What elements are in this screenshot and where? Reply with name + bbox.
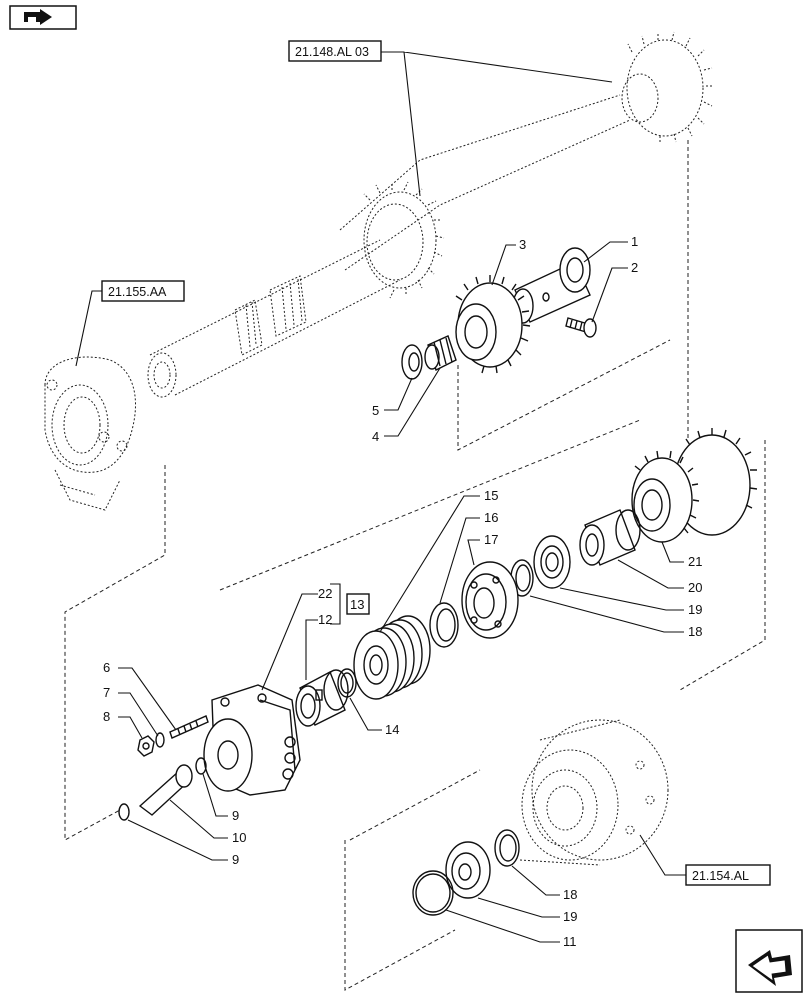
part-19-lower-bearing [445, 841, 491, 899]
callout-2: 2 [631, 260, 638, 275]
ref-box-bottom[interactable]: 21.154.AL [685, 864, 771, 886]
part-15-clutch-pack [353, 615, 431, 700]
part-22-housing [203, 684, 301, 796]
part-20-bushing [579, 509, 641, 566]
lower-housing-ghost [519, 719, 669, 866]
part-18-lower-ring [494, 829, 520, 867]
svg-text:21.155.AA: 21.155.AA [108, 285, 167, 299]
part-5-washer [401, 344, 423, 380]
part-2-screw [565, 317, 597, 338]
part-4-needle-bearing [424, 335, 457, 371]
callout-9a: 9 [232, 808, 239, 823]
part-19-bearing [533, 535, 571, 589]
callout-18b: 18 [563, 887, 577, 902]
callout-7: 7 [103, 685, 110, 700]
callout-10: 10 [232, 830, 246, 845]
callout-9b: 9 [232, 852, 239, 867]
part-21-gear [631, 428, 758, 543]
part-7-washer [155, 732, 165, 748]
svg-text:21.154.AL: 21.154.AL [692, 869, 749, 883]
part-3-gear [455, 275, 531, 374]
part-11-circlip [412, 870, 454, 916]
callout-12: 12 [318, 612, 332, 627]
callout-20: 20 [688, 580, 702, 595]
part-10-tube [138, 764, 193, 816]
callout-19a: 19 [688, 602, 702, 617]
callout-labels: 1 2 3 4 5 6 7 8 9 9 10 11 12 14 15 16 17… [103, 234, 702, 949]
part-6-stud [169, 715, 209, 739]
callout-6: 6 [103, 660, 110, 675]
callout-19b: 19 [563, 909, 577, 924]
part-12-sleeve [295, 669, 349, 727]
ref-box-left[interactable]: 21.155.AA [101, 280, 185, 302]
callout-17: 17 [484, 532, 498, 547]
callout-21: 21 [688, 554, 702, 569]
leader-lines [75, 51, 686, 943]
svg-text:21.148.AL 03: 21.148.AL 03 [295, 45, 369, 59]
callout-1: 1 [631, 234, 638, 249]
callout-4: 4 [372, 429, 379, 444]
kit-box-13[interactable]: 13 [346, 593, 370, 615]
upper-shaft-ghost [44, 31, 714, 511]
part-8-nut [137, 735, 155, 757]
callout-16: 16 [484, 510, 498, 525]
part-17-bearing [461, 561, 519, 639]
callout-3: 3 [519, 237, 526, 252]
ref-box-top[interactable]: 21.148.AL 03 [288, 40, 382, 62]
callout-14: 14 [385, 722, 399, 737]
construction-lines [64, 140, 766, 991]
callout-5: 5 [372, 403, 379, 418]
part-9-o-rings [118, 757, 207, 821]
book-arrow-icon[interactable] [9, 5, 77, 30]
next-page-arrow-icon[interactable] [735, 929, 803, 993]
part-16-ring [429, 602, 459, 648]
callout-22: 22 [318, 586, 332, 601]
callout-11: 11 [563, 934, 577, 949]
svg-text:13: 13 [350, 597, 364, 612]
callout-8: 8 [103, 709, 110, 724]
callout-18a: 18 [688, 624, 702, 639]
callout-15: 15 [484, 488, 498, 503]
